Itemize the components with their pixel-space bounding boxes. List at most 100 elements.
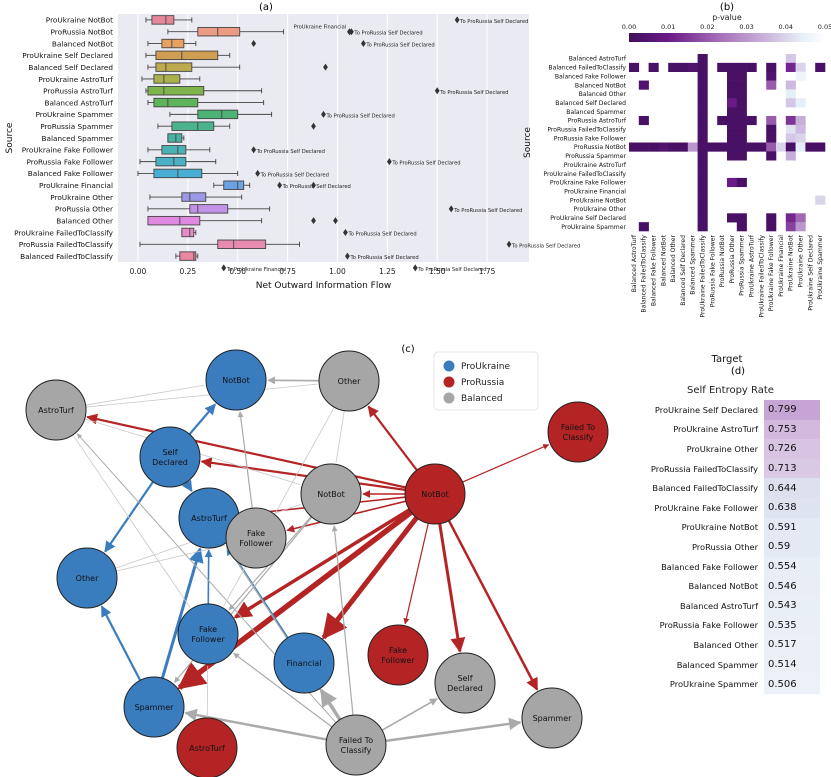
heatmap-cell xyxy=(727,107,738,117)
heatmap-row-label: ProRussia AstroTurf xyxy=(568,118,627,125)
outlier-annotation: To ProRussia Self Declared xyxy=(282,184,351,190)
network-node xyxy=(367,624,429,686)
heatmap-cell xyxy=(727,177,738,188)
y-tick-label: Balanced Self Declared xyxy=(28,63,113,72)
network-edge xyxy=(233,652,333,728)
network-edge xyxy=(381,698,438,731)
heatmap-cell xyxy=(746,62,757,72)
network-edge xyxy=(160,547,204,679)
heatmap-row-label: ProUkraine Self Declared xyxy=(550,215,626,222)
heatmap-cell xyxy=(785,115,796,126)
network-edge xyxy=(85,383,318,408)
network-node-label: Failed To xyxy=(339,736,373,745)
network-edge xyxy=(385,717,522,743)
heatmap-cell xyxy=(746,142,757,152)
panel-label-b: (b) xyxy=(720,2,734,13)
heatmap-cell xyxy=(697,89,708,99)
colorbar-title: p-value xyxy=(712,13,742,22)
heatmap-col-label: ProUkraine Financial xyxy=(778,235,785,297)
heatmap-cell xyxy=(736,151,747,161)
heatmap-cell xyxy=(736,98,747,108)
box xyxy=(217,239,267,249)
network-node xyxy=(176,717,238,777)
plot-annotation: ProUkraine Financial xyxy=(294,25,347,31)
network-node-label: Spammer xyxy=(533,714,573,723)
network-node xyxy=(225,507,287,569)
network-edge xyxy=(331,525,354,716)
network-node xyxy=(205,349,267,411)
network-node-label: Financial xyxy=(286,659,321,668)
heatmap-row-label: Balanced Spammer xyxy=(566,109,626,116)
heatmap-row-label: Balanced Other xyxy=(579,91,627,98)
heatmap-col-label: ProRussia Spammer xyxy=(739,235,746,296)
network-edge xyxy=(116,544,225,572)
heatmap-cell xyxy=(697,107,708,117)
entropy-row-label: ProRussia Other xyxy=(691,541,758,552)
box xyxy=(223,180,245,190)
heatmap-cell xyxy=(697,98,708,108)
outlier-point xyxy=(506,240,512,248)
network-node-label: NotBot xyxy=(421,490,449,499)
entropy-row-label: ProUkraine NotBot xyxy=(681,522,758,533)
outlier-point xyxy=(434,87,440,95)
heatmap-cell xyxy=(785,222,796,232)
heatmap-row-label: ProUkraine AstroTurf xyxy=(564,162,627,169)
heatmap-cell xyxy=(697,62,708,72)
outlier-annotation: To ProRussia Self Declared xyxy=(417,267,486,273)
legend-marker xyxy=(443,376,455,388)
outlier-annotation: To ProUkraine Financial xyxy=(226,267,287,273)
heatmap-cell xyxy=(727,89,738,99)
heatmap-col-label: Balanced AstroTurf xyxy=(631,234,638,292)
heatmap-cell xyxy=(697,133,708,143)
outlier-point xyxy=(412,264,418,272)
network-node-label: Fake xyxy=(389,646,407,655)
heatmap-cell xyxy=(795,62,806,72)
y-tick-label: ProUkraine Self Declared xyxy=(22,51,113,60)
heatmap-cell xyxy=(785,213,796,223)
entropy-row-value: 0.506 xyxy=(764,674,820,694)
heatmap-cell xyxy=(727,115,738,126)
heatmap-row-label: ProRussia Spammer xyxy=(565,153,626,160)
heatmap-row-label: ProRussia NotBot xyxy=(574,144,627,151)
network-edge xyxy=(86,413,406,489)
network-node xyxy=(139,426,201,488)
network-node-label: Declared xyxy=(152,458,188,467)
network-edge xyxy=(233,508,411,619)
y-tick-label: Balanced Fake Follower xyxy=(28,169,113,178)
heatmap-cell xyxy=(795,222,806,232)
y-tick-label: ProRussia Other xyxy=(55,205,113,214)
heatmap-cell xyxy=(678,62,689,72)
y-tick-label: Balanced NotBot xyxy=(52,39,113,48)
heatmap-cell xyxy=(678,142,689,152)
x-tick-label: 0.00 xyxy=(130,267,147,276)
panel-label-c: (c) xyxy=(401,344,414,355)
outlier-annotation: To ProRussia Self Declared xyxy=(511,243,580,249)
entropy-row-label: ProUkraine AstroTurf xyxy=(673,424,758,435)
entropy-row-label: ProUkraine Self Declared xyxy=(654,404,758,415)
outlier-point xyxy=(221,264,227,272)
network-node-label: Other xyxy=(76,574,99,583)
heatmap-cell xyxy=(687,142,698,152)
network-node-label: Other xyxy=(338,377,361,386)
entropy-row-label: Balanced Fake Follower xyxy=(661,561,758,572)
heatmap-cell xyxy=(736,133,747,143)
y-tick-label: ProUkraine NotBot xyxy=(46,16,113,25)
outlier-point xyxy=(345,252,350,260)
outlier-point xyxy=(448,205,454,213)
heatmap-cell xyxy=(795,213,806,223)
heatmap-row-label: ProRussia FailedToClassify xyxy=(547,127,626,134)
box xyxy=(147,215,201,226)
entropy-row-label: Balanced FailedToClassify xyxy=(652,483,758,494)
box xyxy=(155,156,187,167)
entropy-row-label: Balanced NotBot xyxy=(688,581,758,592)
heatmap-cell xyxy=(697,195,708,205)
heatmap-cell xyxy=(727,80,738,90)
heatmap-cell xyxy=(815,142,826,152)
box xyxy=(197,27,241,37)
outlier-annotation: To ProRussia Self Declared xyxy=(459,19,528,25)
entropy-row-label: ProRussia Fake Follower xyxy=(659,620,758,631)
